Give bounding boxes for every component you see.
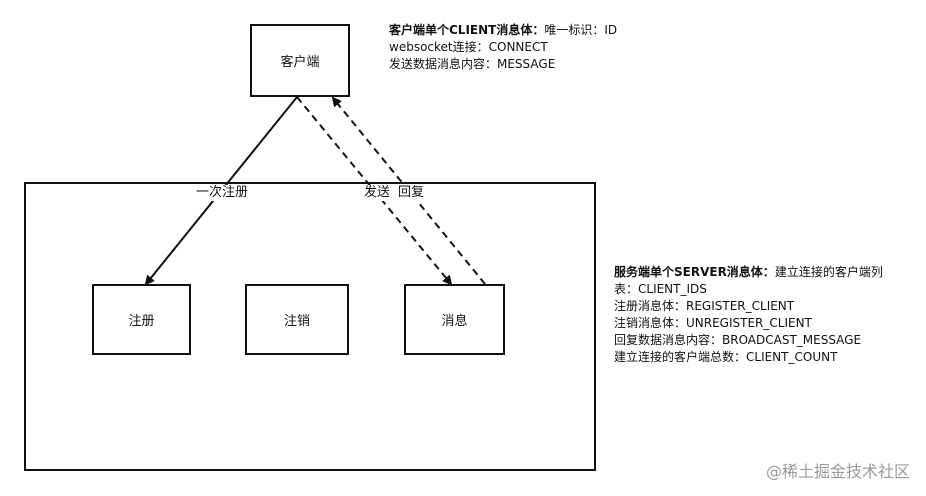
client-label: 客户端 xyxy=(280,55,320,70)
server-note: 服务端单个SERVER消息体：建立连接的客户端列 表：CLIENT_IDS 注册… xyxy=(614,264,883,366)
client-note-title-rest: 唯一标识：ID xyxy=(544,23,618,37)
message-label: 消息 xyxy=(441,314,468,329)
server-note-line6: 建立连接的客户端总数：CLIENT_COUNT xyxy=(614,350,838,364)
server-note-line2: 表：CLIENT_IDS xyxy=(614,282,707,296)
send-label: 发送 xyxy=(362,185,393,201)
client-note-line3: 发送数据消息内容：MESSAGE xyxy=(389,57,556,71)
client-note-line2: websocket连接：CONNECT xyxy=(389,40,548,54)
unregister-node: 注销 xyxy=(245,284,349,355)
register-label: 注册 xyxy=(128,314,155,329)
server-note-line3: 注册消息体：REGISTER_CLIENT xyxy=(614,299,795,313)
client-note-title: 客户端单个CLIENT消息体： xyxy=(389,23,545,37)
register-node: 注册 xyxy=(92,284,191,355)
server-note-line5: 回复数据消息内容：BROADCAST_MESSAGE xyxy=(614,333,862,347)
message-node: 消息 xyxy=(404,284,505,355)
watermark: @稀土掘金技术社区 xyxy=(765,462,910,481)
server-note-line1: 服务端单个SERVER消息体：建立连接的客户端列 xyxy=(614,264,883,281)
register-once-label: 一次注册 xyxy=(194,185,251,201)
client-node: 客户端 xyxy=(250,24,350,97)
unregister-label: 注销 xyxy=(283,314,310,329)
server-note-title-rest: 建立连接的客户端列 xyxy=(774,265,883,279)
reply-label: 回复 xyxy=(396,185,427,201)
server-note-line4: 注销消息体：UNREGISTER_CLIENT xyxy=(614,316,812,330)
server-note-title: 服务端单个SERVER消息体： xyxy=(614,265,775,279)
client-note-line1: 客户端单个CLIENT消息体：唯一标识：ID xyxy=(389,22,617,39)
server-frame xyxy=(24,182,596,471)
client-note: 客户端单个CLIENT消息体：唯一标识：ID websocket连接：CONNE… xyxy=(389,22,617,73)
